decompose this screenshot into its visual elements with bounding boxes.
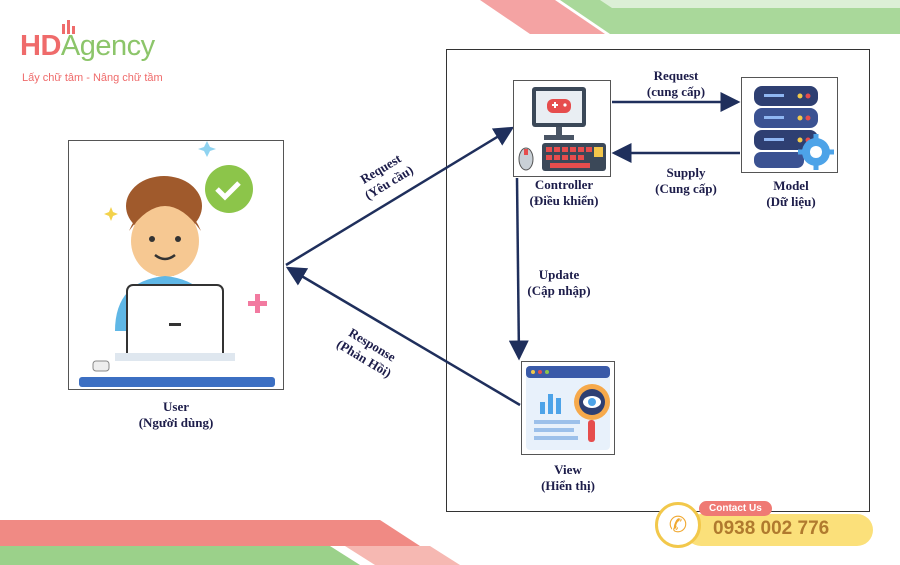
contact-us-badge[interactable]: Contact Us <box>699 501 772 516</box>
brand-logo: HDAgency Lấy chữ tâm - Nâng chữ tầm <box>20 20 220 100</box>
model-label-title: Model <box>773 178 809 193</box>
model-label: Model (Dữ liệu) <box>748 178 834 210</box>
phone-icon[interactable]: ✆ <box>655 502 701 548</box>
controller-icon <box>518 87 606 171</box>
view-box <box>521 361 615 455</box>
brand-tagline: Lấy chữ tâm - Nâng chữ tầm <box>22 72 163 84</box>
controller-box <box>513 80 611 177</box>
model-label-sub: (Dữ liệu) <box>766 194 816 209</box>
user-box <box>68 140 284 390</box>
user-label-sub: (Người dùng) <box>138 415 214 430</box>
user-label-title: User <box>163 399 189 414</box>
controller-label: Controller (Điều khiển) <box>514 177 614 209</box>
controller-label-sub: (Điều khiển) <box>529 193 599 208</box>
edge-label-controller-to-model: Request (cung cấp) <box>626 68 726 100</box>
edge-label-model-to-controller: Supply (Cung cấp) <box>636 165 736 197</box>
arrow-view-to-user <box>285 266 521 407</box>
view-label: View (Hiển thị) <box>518 462 618 494</box>
arrow-controller-to-view <box>508 177 529 361</box>
edge-label-model-to-controller-title: Supply <box>666 165 706 180</box>
edge-label-controller-to-model-sub: (cung cấp) <box>646 84 706 99</box>
controller-label-title: Controller <box>534 177 594 192</box>
brand-name-hd: HD <box>20 30 61 62</box>
edge-label-controller-to-view-title: Update <box>538 267 580 282</box>
contact-widget[interactable]: Contact Us 0938 002 776 ✆ <box>655 500 875 550</box>
arrow-user-to-controller <box>285 126 515 267</box>
view-icon <box>526 366 610 450</box>
edge-label-model-to-controller-sub: (Cung cấp) <box>655 181 717 196</box>
logo-bars-icon <box>62 20 75 34</box>
brand-name: HDAgency <box>20 30 155 63</box>
edge-label-controller-to-view-sub: (Cập nhập) <box>527 283 591 298</box>
user-label: User (Người dùng) <box>126 399 226 431</box>
edge-label-controller-to-view: Update (Cập nhập) <box>509 267 609 299</box>
model-box <box>741 77 838 173</box>
contact-phone-number[interactable]: 0938 002 776 <box>713 518 830 539</box>
view-label-sub: (Hiển thị) <box>541 478 595 493</box>
brand-name-agency: Agency <box>60 30 155 62</box>
database-icon <box>754 86 834 170</box>
user-icon <box>79 141 275 387</box>
edge-label-controller-to-model-title: Request <box>653 68 699 83</box>
contact-pill[interactable] <box>685 514 873 546</box>
view-label-title: View <box>554 462 582 477</box>
